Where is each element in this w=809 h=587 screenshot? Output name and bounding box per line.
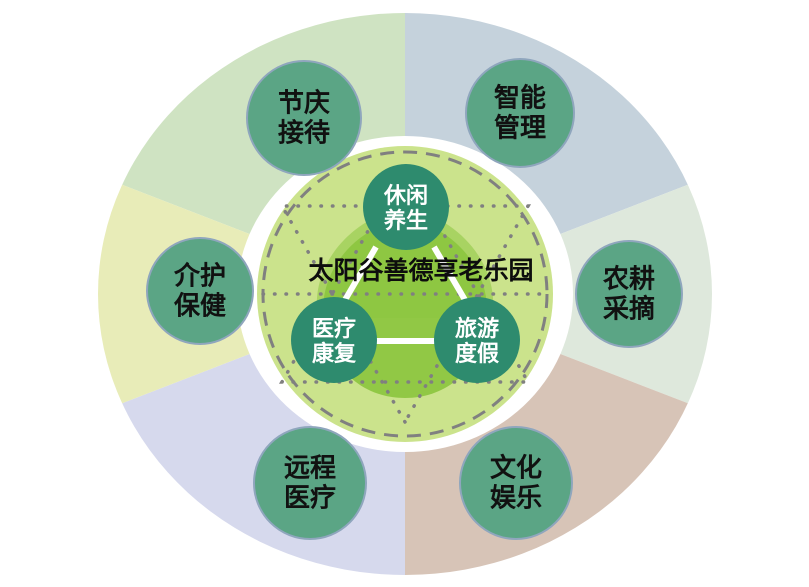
outer-node-label-line2: 接待 [278,119,330,149]
core-node-label-line2: 康复 [312,341,357,367]
outer-node-label-line2: 娱乐 [490,484,542,514]
outer-node-label-line2: 采摘 [603,294,655,325]
core-node-label-line1: 休闲 [383,184,428,209]
outer-node-festival[interactable]: 节庆 接待 [246,60,362,176]
outer-node-circle[interactable] [246,60,362,176]
outer-node-label-line2: 医疗 [284,483,336,514]
outer-node-circle[interactable] [575,240,683,348]
outer-node-label-line2: 保健 [173,292,226,322]
outer-node-label-line2: 管理 [494,114,546,144]
core-node-leisure-wellness[interactable]: 休闲 养生 [363,164,449,250]
core-node-label-line2: 养生 [383,208,428,234]
outer-node-circle[interactable] [253,426,367,540]
outer-node-circle[interactable] [146,237,254,345]
outer-node-circle[interactable] [459,426,573,540]
outer-node-label-line1: 节庆 [278,88,330,119]
core-node-label-line2: 度假 [455,341,499,367]
core-node-circle[interactable] [291,297,377,383]
connector-leisure-to-travel [431,245,468,302]
outer-node-circle[interactable] [465,58,575,168]
core-node-label-line1: 医疗 [312,316,356,342]
connector-leisure-to-medical [342,245,379,302]
outer-node-label-line1: 农耕 [602,265,655,295]
outer-node-label-line1: 智能 [494,83,546,114]
outer-node-telemedicine[interactable]: 远程 医疗 [253,426,367,540]
outer-node-label-line1: 远程 [284,454,336,484]
outer-node-label-line1: 文化 [490,453,542,484]
outer-node-label-line1: 介护 [173,262,226,292]
core-node-label-line1: 旅游 [455,316,499,342]
outer-node-nursing-care[interactable]: 介护 保健 [146,237,254,345]
core-node-medical-rehab[interactable]: 医疗 康复 [291,297,377,383]
core-node-travel-vacation[interactable]: 旅游 度假 [434,297,520,383]
core-node-circle[interactable] [363,164,449,250]
center-title: 太阳谷善德享老乐园 [308,256,533,285]
outer-node-smart-management[interactable]: 智能 管理 [465,58,575,168]
core-dotted-geometry [261,162,549,426]
core-connector-lines [342,245,468,344]
core-node-circle[interactable] [434,297,520,383]
outer-node-farming-picking[interactable]: 农耕 采摘 [575,240,683,348]
outer-node-culture-entertainment[interactable]: 文化 娱乐 [459,426,573,540]
